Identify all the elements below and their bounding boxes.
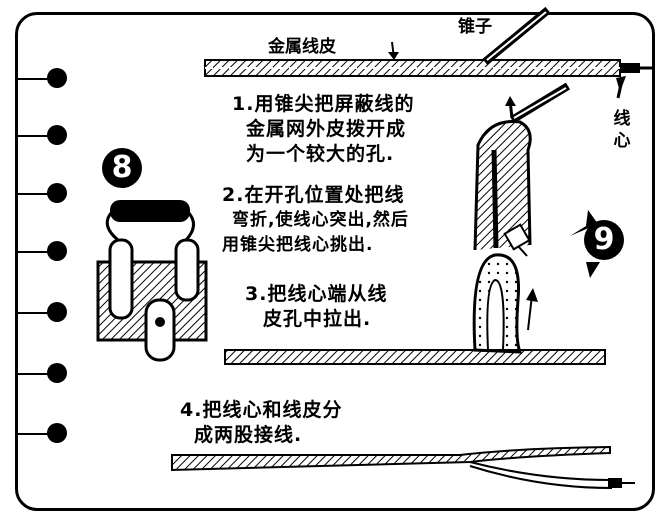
ring-line [17, 78, 57, 80]
step-1: 1.用锥尖把屏蔽线的 金属网外皮拨开成 为一个较大的孔. [232, 92, 414, 167]
step-number: 1. [232, 93, 255, 115]
step-number: 2. [222, 184, 245, 206]
binder-hole-icon [47, 241, 67, 261]
figure-badge-9: 9 [584, 220, 624, 260]
step-number: 4. [180, 399, 203, 421]
step-2: 2.在开孔位置处把线 弯折,使线心突出,然后 用锥尖把线心挑出. [222, 183, 409, 258]
ring-line [17, 433, 57, 435]
step-4: 4.把线心和线皮分 成两股接线. [180, 398, 342, 448]
page-frame [15, 12, 655, 511]
ring-line [17, 251, 57, 253]
ring-line [17, 373, 57, 375]
binder-hole-icon [47, 183, 67, 203]
binder-hole-icon [47, 363, 67, 383]
step-number: 3. [245, 283, 268, 305]
ring-line [17, 312, 57, 314]
step-line: 把线心和线皮分 [202, 399, 343, 421]
shielded-wire-top [204, 59, 655, 77]
step-line: 弯折,使线心突出,然后 [232, 210, 409, 230]
binder-hole-icon [47, 302, 67, 322]
step-line: 为一个较大的孔. [246, 143, 395, 165]
awl-top [482, 6, 551, 66]
looped-core [472, 253, 538, 354]
ring-line [17, 193, 57, 195]
battery-clip [96, 200, 208, 362]
figure-badge-8: 8 [102, 148, 142, 188]
step-line: 用锥尖把屏蔽线的 [254, 93, 415, 115]
binder-hole-icon [47, 68, 67, 88]
folded-wire [473, 82, 571, 257]
step-line: 把线心端从线 [267, 283, 388, 305]
step-line: 成两股接线. [194, 424, 303, 446]
step-line: 金属网外皮拨开成 [246, 118, 407, 140]
step-3: 3.把线心端从线 皮孔中拉出. [245, 282, 387, 332]
step-line: 皮孔中拉出. [263, 308, 372, 330]
label-metal-sheath: 金属线皮 [268, 37, 336, 57]
binder-hole-icon [47, 125, 67, 145]
label-awl: 锥子 [458, 17, 492, 37]
step-line: 在开孔位置处把线 [244, 184, 405, 206]
step-line: 用锥尖把线心挑出. [222, 235, 374, 255]
binder-hole-icon [47, 423, 67, 443]
ring-line [17, 135, 57, 137]
split-wire [171, 445, 635, 489]
label-wire-core: 线心 [613, 109, 631, 151]
